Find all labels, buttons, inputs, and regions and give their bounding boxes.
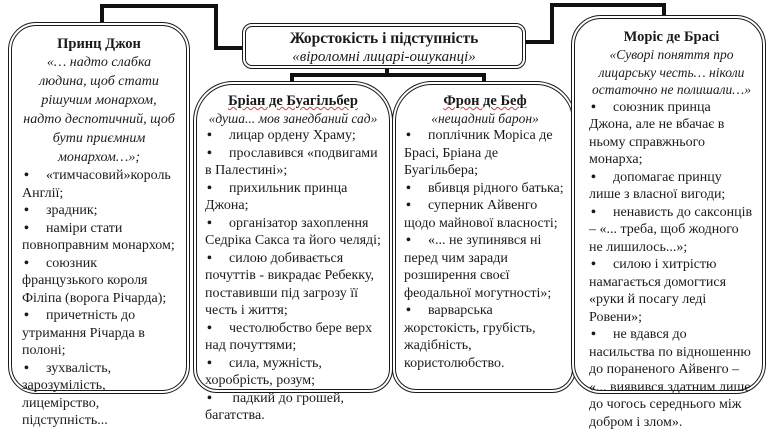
trait-item: варварська жорстокість, грубість, жадібн… (404, 302, 566, 372)
trait-item: прихильник принца Джона; (205, 180, 381, 215)
trait-item: союзник французького короля Філіпа (воро… (22, 255, 176, 308)
character-quote: «… надто слабка людина, щоб стати рішучи… (22, 53, 176, 167)
connector-bracy-up (550, 3, 554, 44)
trait-list: союзник принца Джона, але не вбачає в нь… (589, 99, 754, 431)
character-name: Бріан де Буагільбер (205, 93, 381, 110)
trait-item: силою добивається почуттів - викрадає Ре… (205, 250, 381, 320)
trait-item: прославився «подвигами в Палестині»; (205, 145, 381, 180)
trait-item: поплічник Моріса де Брасі, Бріана де Буа… (404, 127, 566, 180)
character-name-text: Фрон де Беф (443, 93, 526, 109)
character-name: Принц Джон (22, 36, 176, 53)
connector-john-top (100, 4, 218, 8)
character-quote: «нещадний барон» (404, 110, 566, 127)
central-subtitle: «віроломні лицарі-ошуканці» (246, 48, 522, 66)
trait-item: честолюбство бере верх над почуттями; (205, 320, 381, 355)
trait-item: організатор захоплення Седріка Сакса та … (205, 215, 381, 250)
character-name-text: Бріан де Буагільбер (228, 93, 358, 109)
trait-item: причетність до утримання Річарда в полон… (22, 307, 176, 360)
trait-item: «... не зупинявся ні перед чим заради ро… (404, 232, 566, 302)
character-quote: «Суворі поняття про лицарську честь… нік… (589, 46, 754, 99)
character-box-brian: Бріан де Буагільбер «душа... мов занедба… (193, 81, 393, 393)
trait-item: союзник принца Джона, але не вбачає в нь… (589, 99, 754, 169)
trait-item: «тимчасовий»король Англії; (22, 167, 176, 202)
character-name: Моріс де Брасі (589, 29, 754, 46)
trait-item: суперник Айвенго щодо майнової власності… (404, 197, 566, 232)
central-title: Жорстокість і підступність (246, 27, 522, 48)
character-box-maurice-de-bracy: Моріс де Брасі «Суворі поняття про лицар… (571, 15, 766, 394)
character-name: Фрон де Беф (404, 93, 566, 110)
trait-item: не вдався до насильства по відношенню до… (589, 326, 754, 431)
connector-john-to-title (214, 46, 244, 50)
trait-list: поплічник Моріса де Брасі, Бріана де Буа… (404, 127, 566, 372)
trait-item: зрадник; (22, 202, 176, 220)
character-box-prince-john: Принц Джон «… надто слабка людина, щоб с… (8, 22, 190, 394)
trait-item: допомагає принцу лише з власної вигоди; (589, 169, 754, 204)
trait-item: лицар ордену Храму; (205, 127, 381, 145)
trait-item: ненависть до саксонців – «... треба, щоб… (589, 204, 754, 257)
trait-item: падкий до грошей, багатства. (205, 390, 381, 425)
trait-item: наміри стати повноправним монархом; (22, 220, 176, 255)
trait-item: вбивця рідного батька; (404, 180, 566, 198)
connector-children-bar (290, 73, 486, 77)
character-box-front-de-boeuf: Фрон де Беф «нещадний барон» поплічник М… (392, 81, 576, 393)
trait-item: сила, мужність, хоробрість, розум; (205, 355, 381, 390)
trait-list: лицар ордену Храму; прославився «подвига… (205, 127, 381, 425)
trait-item: зухвалість, зарозумілість, лицемірство, … (22, 360, 176, 430)
central-theme-box: Жорстокість і підступність «віроломні ли… (242, 23, 526, 69)
connector-john-down (214, 4, 218, 50)
trait-list: «тимчасовий»король Англії; зрадник; намі… (22, 167, 176, 430)
trait-item: силою і хитрістю намагається домогтися «… (589, 256, 754, 326)
character-quote: «душа... мов занедбаний сад» (205, 110, 381, 127)
connector-bracy-top (550, 3, 666, 7)
